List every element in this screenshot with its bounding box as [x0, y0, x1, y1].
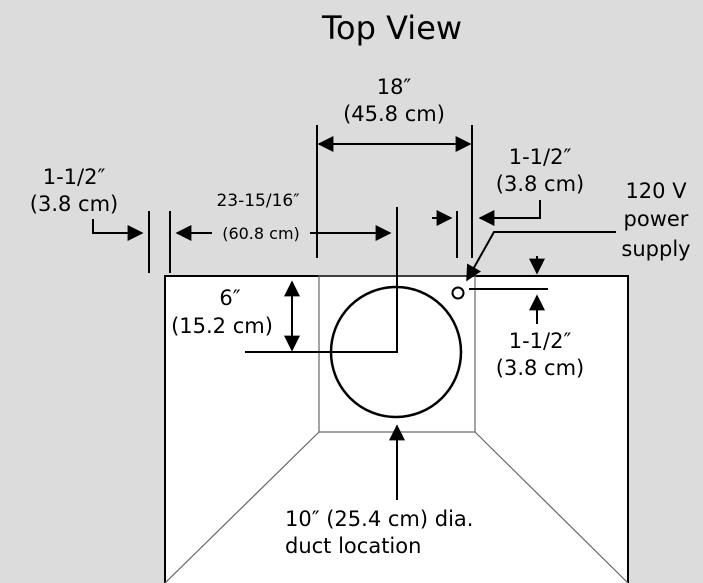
right-gap-arrow-right: [478, 200, 541, 226]
power-supply-hole: [451, 286, 465, 300]
right-gap-label-in: 1-1/2″: [509, 145, 572, 169]
width-dim-label-in: 18″: [377, 75, 412, 99]
power-offset-label-cm: (3.8 cm): [496, 356, 584, 380]
center-dim-label-in: 23-15/16″: [216, 191, 299, 211]
width-dim-label-cm: (45.8 cm): [343, 102, 445, 126]
right-gap-label-cm: (3.8 cm): [496, 172, 584, 196]
power-label-voltage: 120 V: [625, 179, 687, 203]
left-gap-arrow: [92, 219, 144, 241]
power-offset-label-in: 1-1/2″: [509, 329, 572, 353]
power-label-supply: supply: [621, 237, 690, 261]
diagram-title: Top View: [321, 9, 462, 47]
perspective-line-left: [164, 431, 320, 583]
left-gap-label-cm: (3.8 cm): [30, 192, 118, 216]
center-dim-label-cm: (60.8 cm): [222, 224, 300, 243]
depth-label-in: 6″: [219, 286, 240, 310]
duct-center-leader: [245, 207, 398, 353]
duct-label-dia: 10″ (25.4 cm) dia.: [285, 507, 473, 531]
depth-label-cm: (15.2 cm): [171, 314, 273, 338]
duct-label-location: duct location: [285, 534, 421, 558]
power-label-power: power: [624, 207, 689, 231]
left-gap-label-in: 1-1/2″: [43, 165, 106, 189]
power-leader: [466, 231, 616, 282]
perspective-line-right: [474, 431, 629, 583]
